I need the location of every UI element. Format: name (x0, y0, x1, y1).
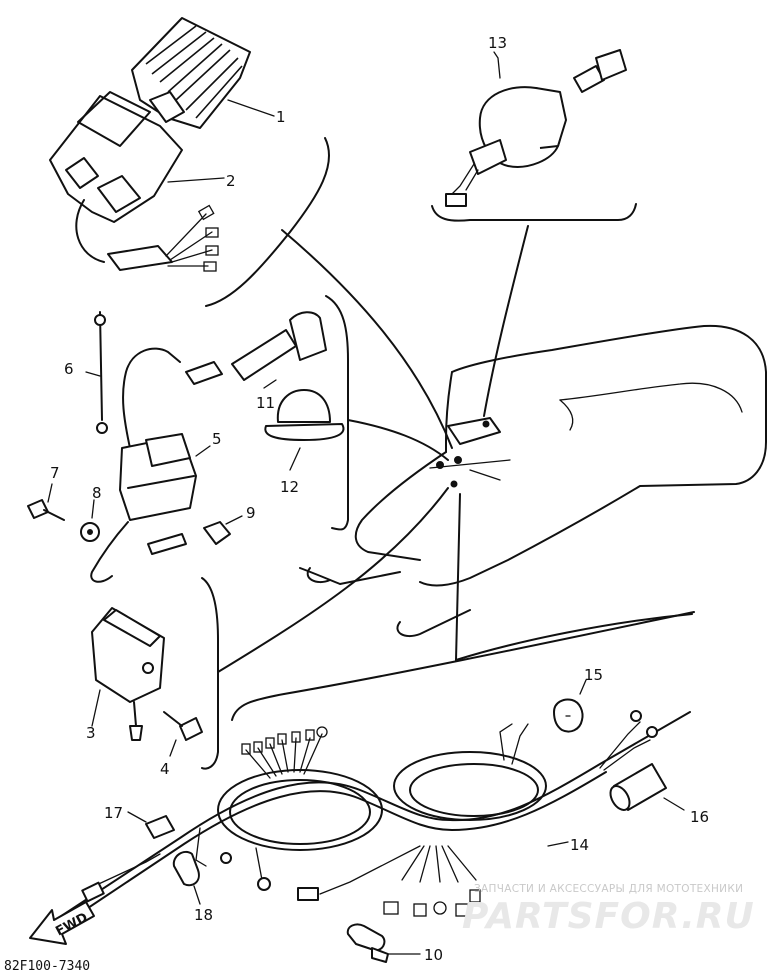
main-switch-drawing (431, 49, 637, 222)
part-label-4: 4 (160, 760, 170, 778)
band-clamp-drawing (346, 923, 421, 963)
wire-harness-drawing (39, 710, 691, 937)
part-label-11: 11 (256, 394, 275, 412)
part-label-5: 5 (212, 430, 222, 448)
fwd-arrow: FWD (29, 901, 95, 945)
part-label-1: 1 (276, 108, 286, 126)
clamp-drawing (172, 850, 201, 905)
hardware-drawing (27, 483, 243, 545)
cdi-unit-drawing (131, 17, 251, 129)
part-label-2: 2 (226, 172, 236, 190)
part-label-16: 16 (690, 808, 709, 826)
diagram-code: 82F100-7340 (4, 959, 90, 974)
part-label-14: 14 (570, 836, 589, 854)
part-label-17: 17 (104, 804, 123, 822)
cdi-bracket-drawing (49, 91, 219, 272)
rectifier-bolt-drawing (163, 711, 203, 757)
part-label-3: 3 (86, 724, 96, 742)
part-label-6: 6 (64, 360, 74, 378)
ground-lead-drawing (85, 311, 108, 434)
seat-frame-drawing (299, 324, 767, 638)
part-label-7: 7 (50, 464, 60, 482)
ignition-coil-drawing (90, 347, 211, 583)
watermark-tagline: ЗАПЧАСТИ И АКСЕССУАРЫ ДЛЯ МОТОТЕХНИКИ (474, 883, 743, 895)
part-label-15: 15 (584, 666, 603, 684)
rectifier-drawing (91, 607, 165, 741)
part-label-8: 8 (92, 484, 102, 502)
part-label-10: 10 (424, 946, 443, 964)
part-label-12: 12 (280, 478, 299, 496)
part-label-18: 18 (194, 906, 213, 924)
part-label-9: 9 (246, 504, 256, 522)
plug-cap-drawing (185, 311, 345, 471)
grommet-drawing (553, 679, 587, 733)
part-label-13: 13 (488, 34, 507, 52)
watermark-brand: PARTSFOR.RU (462, 896, 755, 937)
cap-drawing (609, 763, 685, 811)
sleeve-drawing (127, 811, 175, 839)
